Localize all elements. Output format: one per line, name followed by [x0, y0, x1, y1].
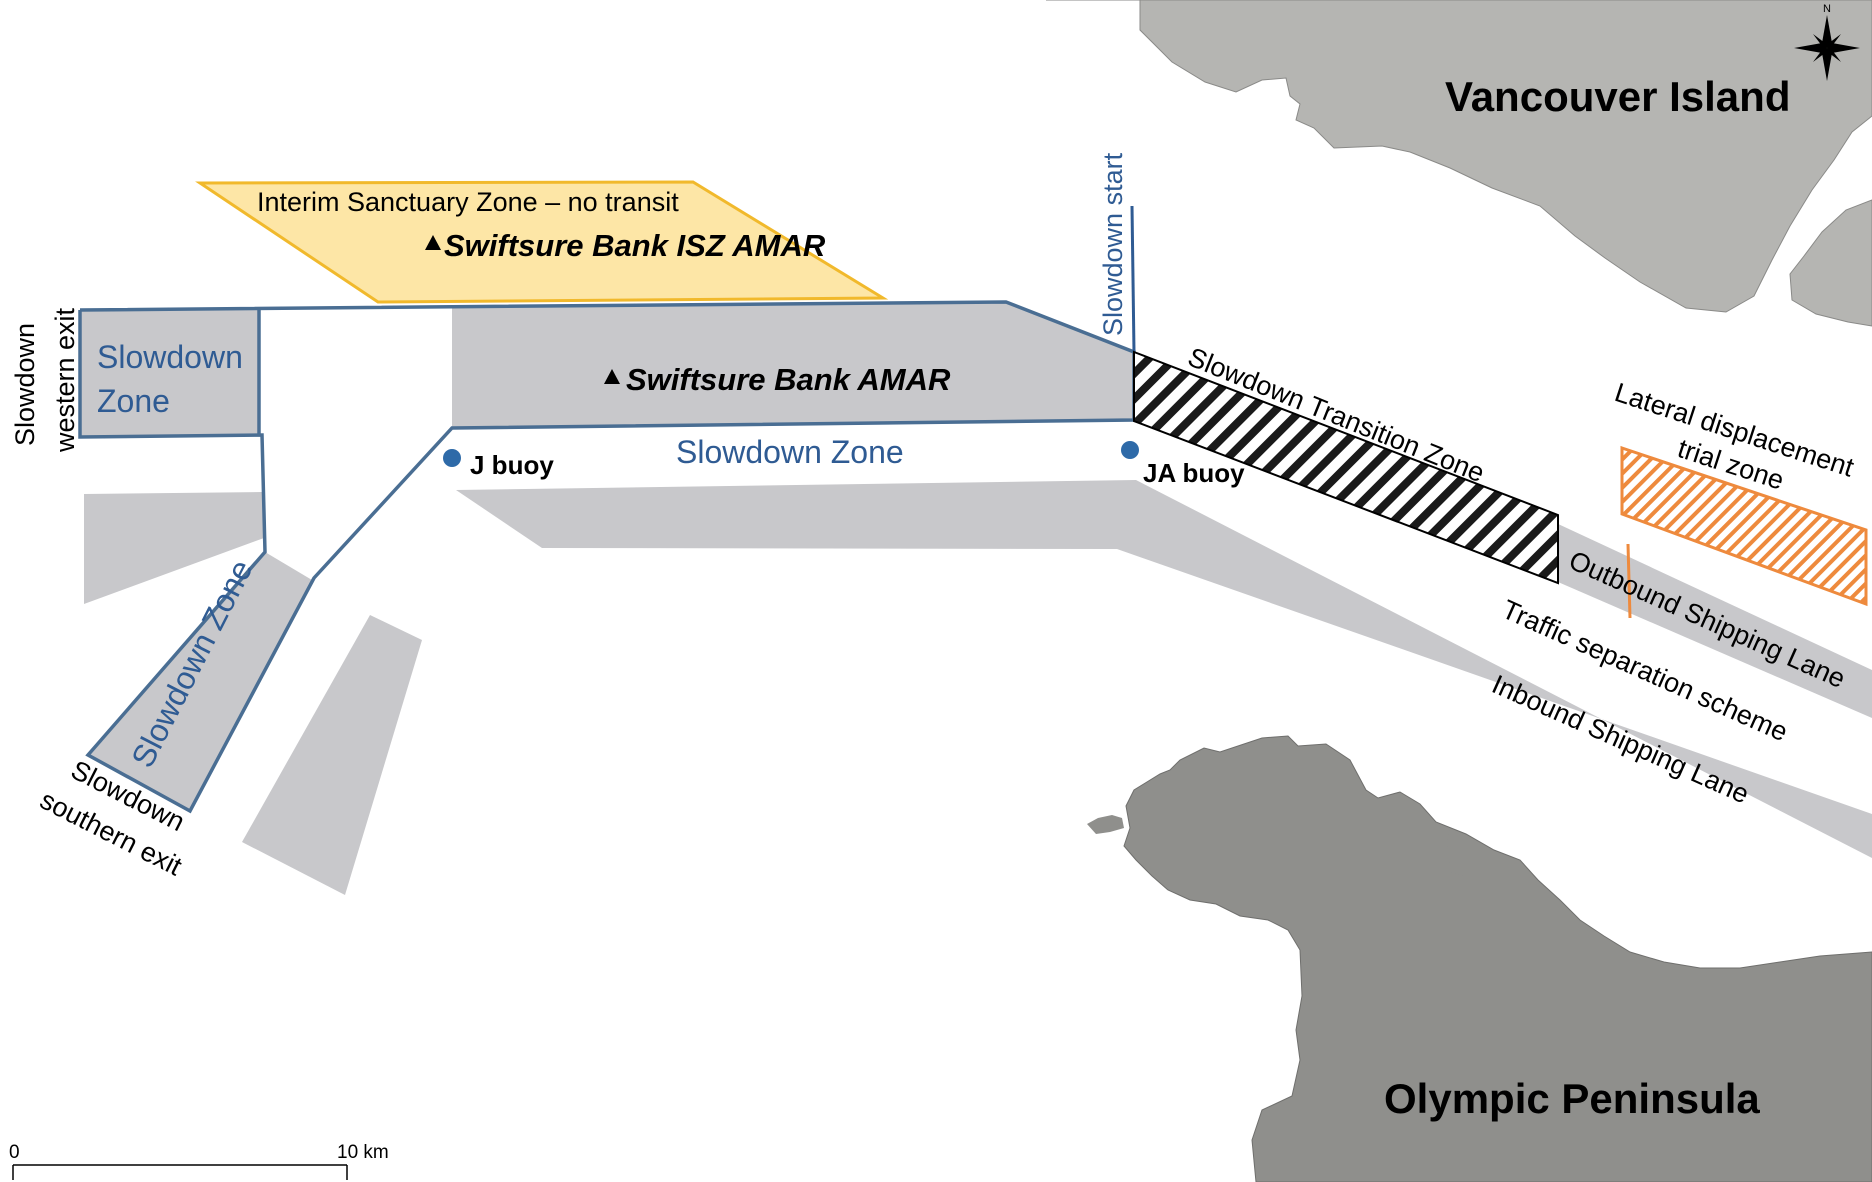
slowdown-zone-boundary	[78, 300, 1136, 814]
western-exit-label-2: western exit	[50, 307, 80, 453]
compass-north-label: N	[1823, 3, 1831, 15]
outbound-shipping-lane	[1556, 523, 1872, 718]
scale-bar-end-label: 10 km	[337, 1142, 389, 1163]
islet-east-land	[1447, 830, 1470, 876]
slowdown-start-label: Slowdown start	[1098, 152, 1128, 336]
western-exit-label-1: Slowdown	[10, 323, 40, 446]
interim-sanctuary-zone	[195, 180, 889, 304]
slowdown-zone-west-label-2: Zone	[97, 383, 170, 419]
east-islet-land	[1789, 199, 1872, 327]
slowdown-zone-main-area	[452, 302, 1134, 428]
interim-sanctuary-label: Interim Sanctuary Zone – no transit	[257, 187, 679, 217]
vancouver-island-label: Vancouver Island	[1445, 73, 1790, 120]
olympic-peninsula-label: Olympic Peninsula	[1384, 1075, 1760, 1122]
bank-amar-label: Swiftsure Bank AMAR	[626, 362, 951, 397]
slowdown-zone-west-area	[80, 310, 259, 436]
ja-buoy-label: JA buoy	[1143, 458, 1245, 488]
slowdown-zone-southwest-area	[88, 552, 312, 811]
vancouver-island-land	[1046, 0, 1872, 313]
ja-buoy-marker	[1121, 441, 1139, 459]
olympic-peninsula-land	[1123, 735, 1872, 1182]
trial-zone-marker-line	[1626, 543, 1632, 619]
lateral-displacement-trial-zone	[1620, 445, 1868, 607]
isz-amar-marker	[425, 235, 441, 250]
slowdown-start-line	[1130, 205, 1136, 353]
inbound-shipping-lane	[456, 480, 1872, 858]
slowdown-zone-main-label: Slowdown Zone	[676, 434, 904, 470]
bank-amar-marker	[604, 369, 620, 384]
j-buoy-label: J buoy	[470, 450, 554, 480]
scale-bar: 0 10 km	[9, 1142, 389, 1180]
isz-amar-label: Swiftsure Bank ISZ AMAR	[444, 228, 826, 263]
islet-west-land	[1087, 815, 1124, 834]
j-buoy-marker	[443, 449, 461, 467]
slowdown-zone-west-label-1: Slowdown	[97, 339, 243, 375]
slowdown-transition-zone	[1133, 350, 1559, 585]
south-lane-block	[242, 615, 422, 895]
north-arrow-icon: N	[1794, 3, 1860, 81]
scale-bar-start-label: 0	[9, 1142, 20, 1163]
west-lane-block	[84, 492, 264, 604]
